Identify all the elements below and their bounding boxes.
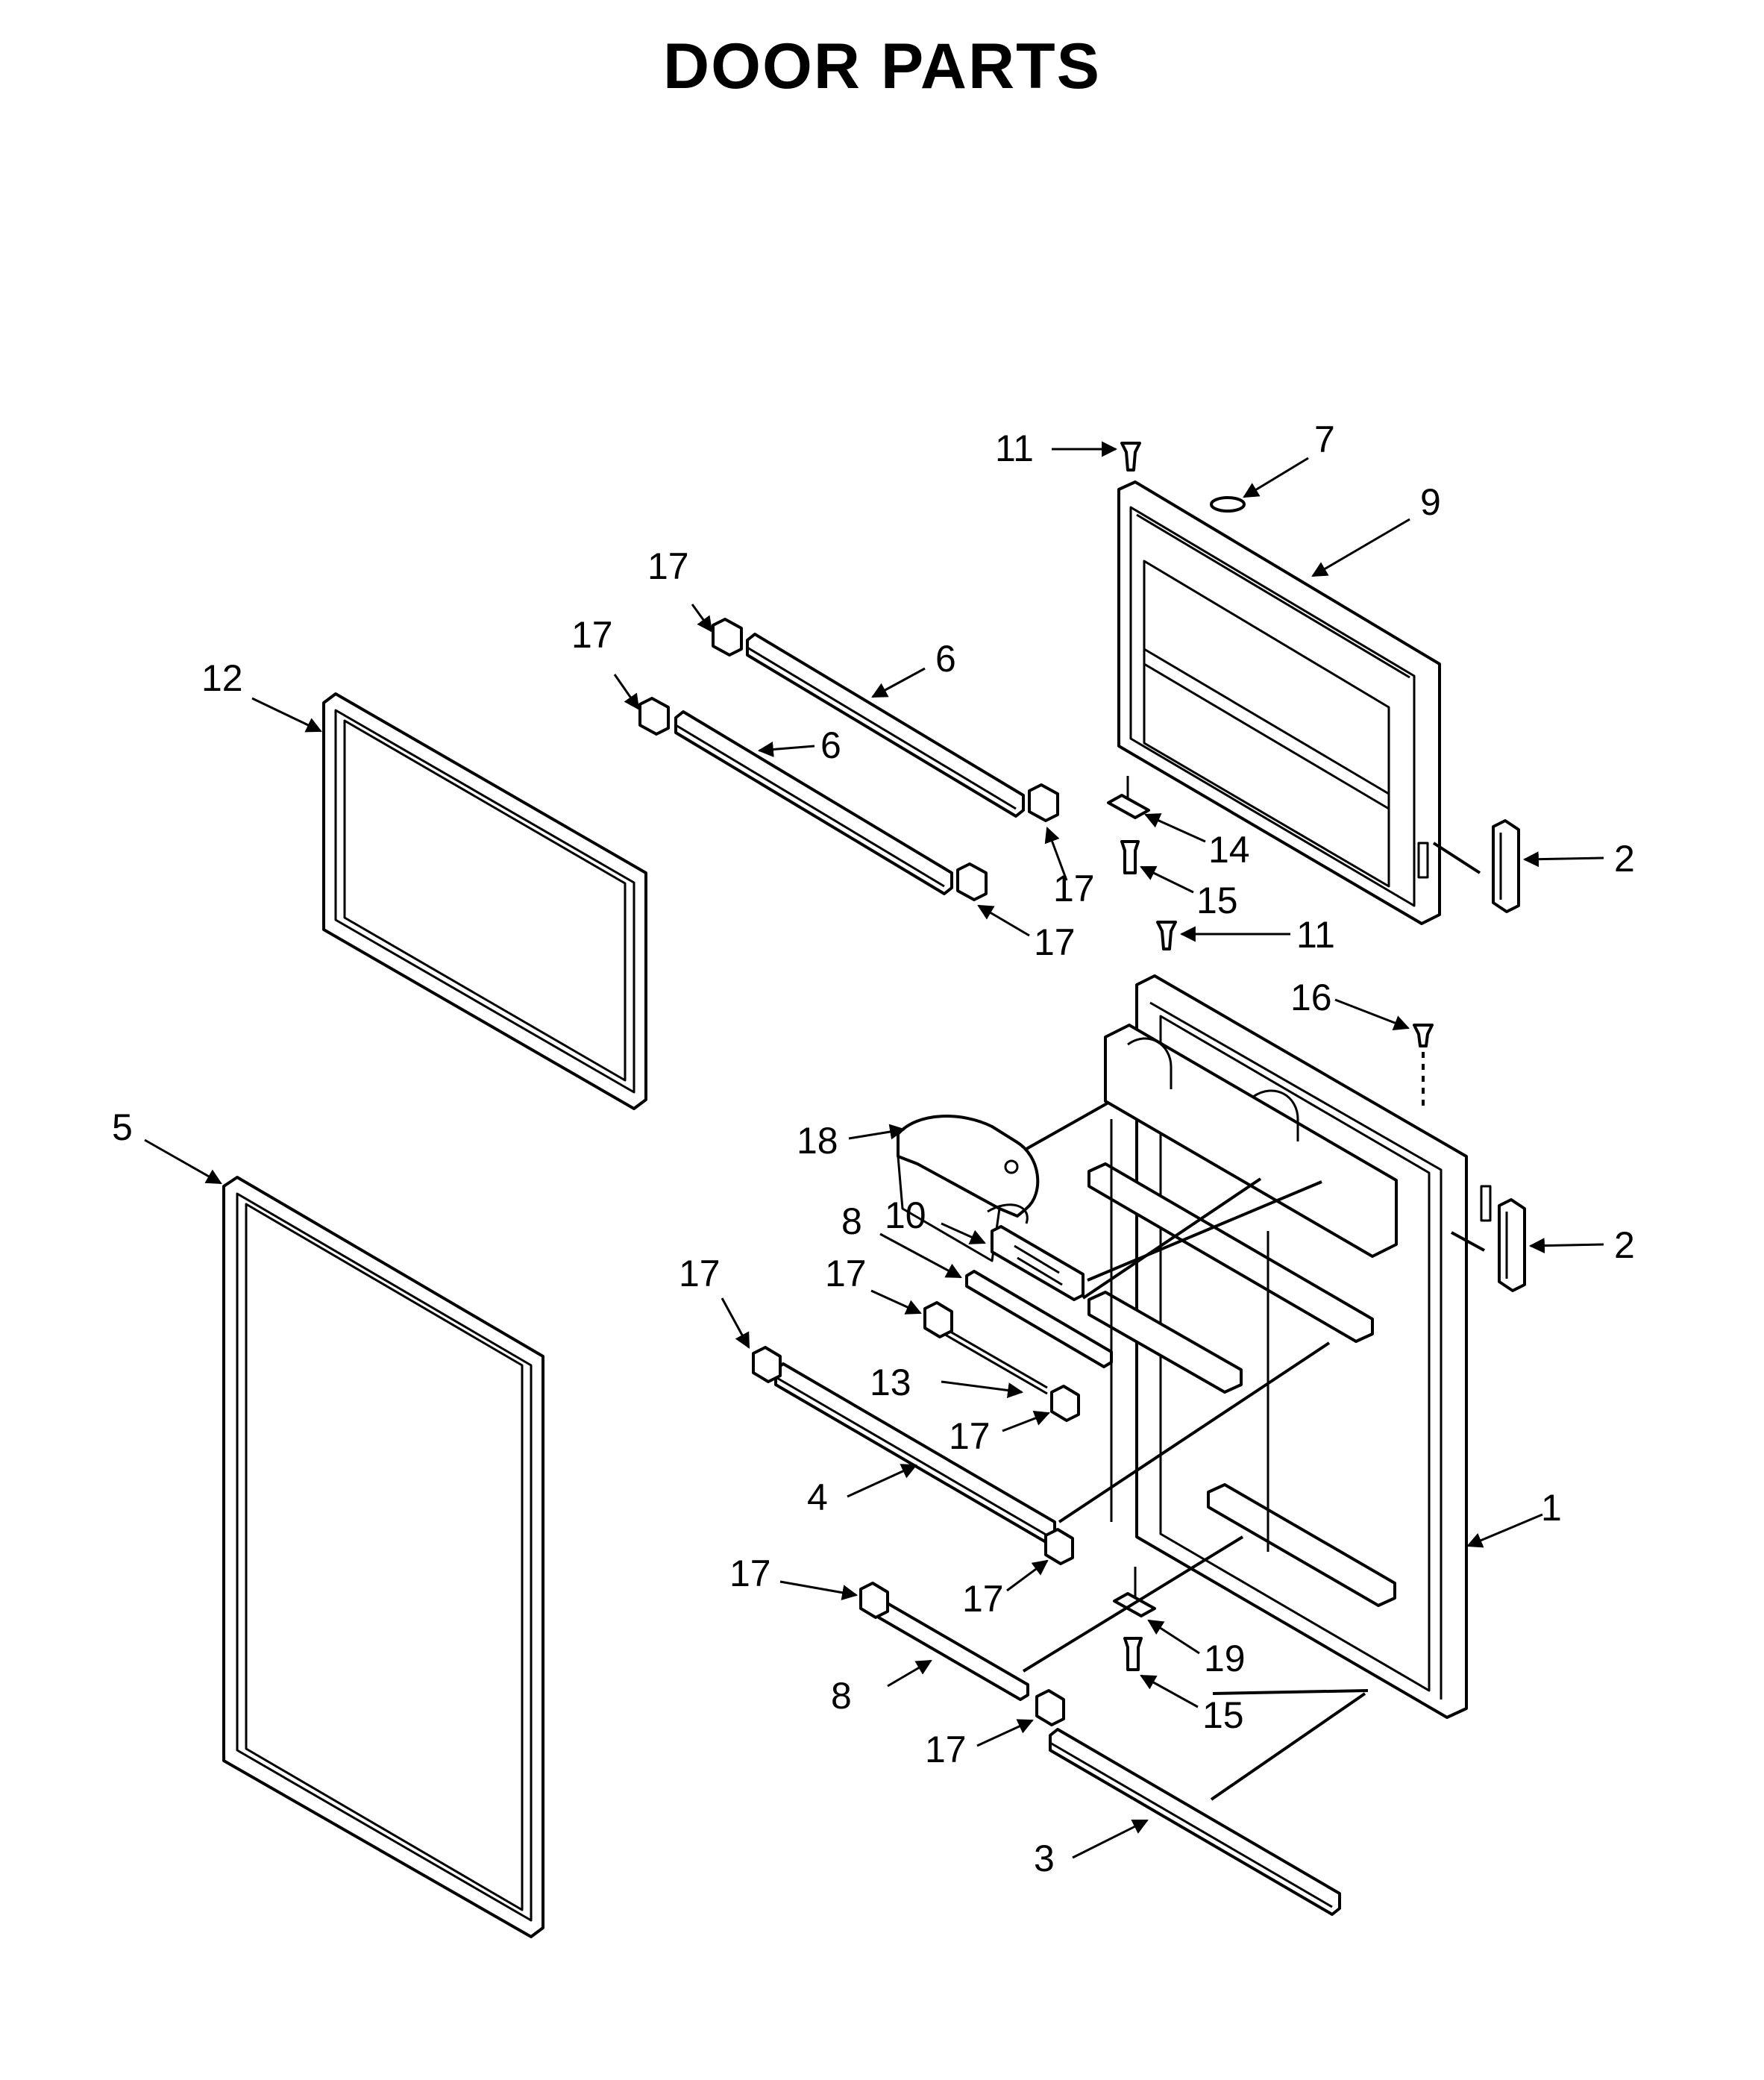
shelf-trim-upper <box>965 1270 1113 1368</box>
end-cap-rod-right <box>1050 1385 1080 1422</box>
callout-17-a: 17 <box>647 545 689 587</box>
page-title: DOOR PARTS <box>663 31 1101 102</box>
callout-17-e: 17 <box>825 1253 867 1294</box>
callout-4: 4 <box>807 1476 828 1518</box>
callout-6-lower: 6 <box>820 724 841 766</box>
freezer-door-handle <box>1492 819 1520 913</box>
callout-17-d: 17 <box>1034 921 1076 963</box>
callout-17-b: 17 <box>571 614 613 656</box>
lower-hinge-pin <box>1156 921 1177 950</box>
fresh-food-door-gasket <box>222 1176 544 1938</box>
end-cap-upper-right <box>1028 783 1059 822</box>
callout-15-upper: 15 <box>1196 880 1238 921</box>
end-cap-rod-left <box>923 1301 953 1338</box>
upper-hinge-pin <box>1120 442 1141 472</box>
callout-16: 16 <box>1290 977 1332 1018</box>
callout-5: 5 <box>112 1106 133 1148</box>
freezer-hinge-bracket <box>1107 776 1150 819</box>
end-cap-shelf-bar-right <box>1044 1528 1074 1565</box>
callout-12: 12 <box>201 657 243 699</box>
callout-8-upper: 8 <box>841 1200 862 1242</box>
freezer-shelf-bar-lower <box>674 710 953 895</box>
freezer-shelf-bar-upper <box>746 633 1025 818</box>
callout-7: 7 <box>1314 419 1335 460</box>
callout-17-f: 17 <box>679 1253 721 1294</box>
callout-6-upper: 6 <box>935 638 956 680</box>
fresh-food-door-assembly <box>1087 974 1492 1719</box>
callout-arrows <box>144 441 1604 1859</box>
callout-3: 3 <box>1034 1838 1055 1879</box>
fresh-food-hinge-bracket <box>1113 1567 1156 1617</box>
fresh-food-door-handle <box>1498 1198 1526 1292</box>
freezer-door-hinge-bushing <box>1210 496 1246 513</box>
callout-17-g: 17 <box>949 1415 991 1457</box>
callout-15-lower: 15 <box>1202 1694 1244 1736</box>
end-cap-upper-left <box>712 618 743 657</box>
callout-17-i: 17 <box>729 1553 771 1594</box>
door-bottom-trim <box>1049 1728 1341 1916</box>
freezer-door-assembly <box>1117 480 1441 925</box>
callout-13: 13 <box>870 1362 911 1403</box>
assembly-lines <box>1022 842 1485 1801</box>
callout-1: 1 <box>1541 1487 1562 1529</box>
callout-17-c: 17 <box>1053 868 1095 909</box>
shelf-retainer-clip <box>991 1225 1085 1301</box>
end-cap-shelf-bar-left <box>752 1346 782 1383</box>
callout-18: 18 <box>797 1120 838 1162</box>
fresh-food-hinge-screw <box>1123 1637 1143 1671</box>
callout-11-upper: 11 <box>995 427 1034 469</box>
callout-17-j: 17 <box>925 1729 967 1770</box>
callout-labels: 1 2 2 3 4 5 6 6 7 8 8 9 10 11 11 12 13 1… <box>112 419 1635 1879</box>
end-cap-trim-left <box>859 1582 889 1619</box>
shelf-support-rod <box>941 1325 1048 1395</box>
shelf-trim-lower <box>877 1601 1029 1701</box>
end-cap-lower-right <box>956 862 988 901</box>
callout-10: 10 <box>885 1194 926 1236</box>
callout-14: 14 <box>1208 829 1250 871</box>
callout-8-lower: 8 <box>831 1675 852 1717</box>
callout-9: 9 <box>1420 481 1441 523</box>
freezer-door-gasket <box>322 692 647 1110</box>
door-hinge-plug <box>1413 1024 1434 1109</box>
callout-19: 19 <box>1204 1638 1246 1679</box>
callout-11-lower: 11 <box>1296 914 1335 956</box>
end-cap-trim-right <box>1035 1689 1065 1726</box>
end-cap-lower-left <box>638 697 670 736</box>
callout-2-upper: 2 <box>1614 838 1635 880</box>
dairy-compartment-door <box>897 1115 1040 1262</box>
freezer-hinge-screw <box>1120 840 1140 874</box>
callout-17-h: 17 <box>962 1578 1004 1620</box>
callout-2-lower: 2 <box>1614 1224 1635 1266</box>
